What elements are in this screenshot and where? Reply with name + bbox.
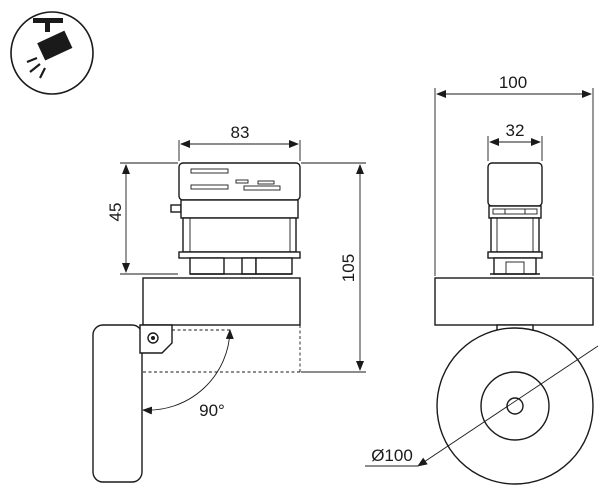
dimension-diameter: Ø100 [365, 345, 599, 467]
dim-angle: 90° [199, 401, 225, 420]
dimension-105: 105 [301, 162, 366, 373]
dimension-45: 45 [106, 162, 178, 275]
dim-adapter-width: 32 [506, 121, 525, 140]
dimension-32: 32 [487, 121, 543, 161]
front-view [434, 162, 594, 485]
track-spotlight-icon [10, 11, 94, 95]
dim-side-width: 83 [231, 123, 250, 142]
dimension-100: 100 [434, 73, 594, 276]
dimension-83: 83 [178, 123, 301, 161]
dim-side-height: 45 [106, 203, 125, 222]
dim-total-height: 105 [339, 254, 358, 282]
dim-front-width: 100 [499, 73, 527, 92]
dim-diameter: Ø100 [371, 446, 413, 465]
angle-90: 90° [142, 329, 234, 420]
side-view [92, 162, 301, 483]
